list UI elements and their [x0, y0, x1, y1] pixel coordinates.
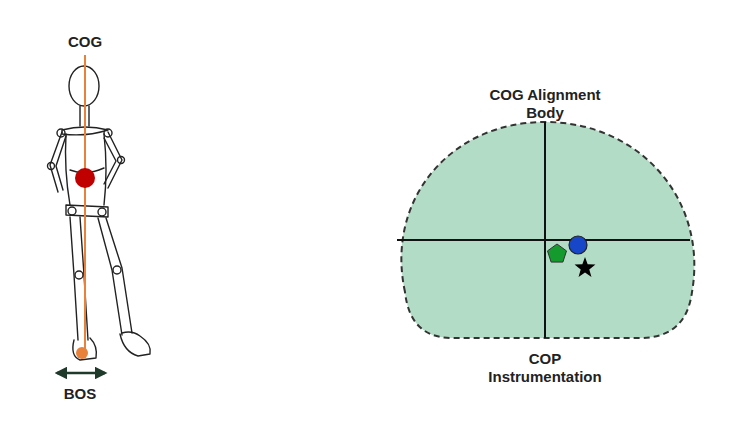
bos-arrow [57, 372, 105, 375]
pentagon-marker [547, 244, 566, 262]
axis-heading: COG Alignment Body [483, 86, 608, 122]
stability-dome [401, 122, 694, 338]
figure-sketch [48, 66, 151, 360]
cog-line [84, 55, 86, 355]
circle-marker [569, 236, 587, 254]
axis-heading: COP Instrumentation [488, 350, 601, 386]
cog-cop-plot: COG Alignment BodyCOP Instrumentation [390, 84, 700, 394]
cog-label: COG [68, 33, 102, 51]
bos-label: BOS [64, 385, 97, 403]
vertical-axis [544, 122, 546, 338]
horizontal-axis [397, 239, 690, 241]
cop-dot [76, 347, 88, 359]
alignment-plot [390, 84, 700, 394]
cog-dot [75, 168, 95, 188]
star-marker [575, 257, 596, 277]
